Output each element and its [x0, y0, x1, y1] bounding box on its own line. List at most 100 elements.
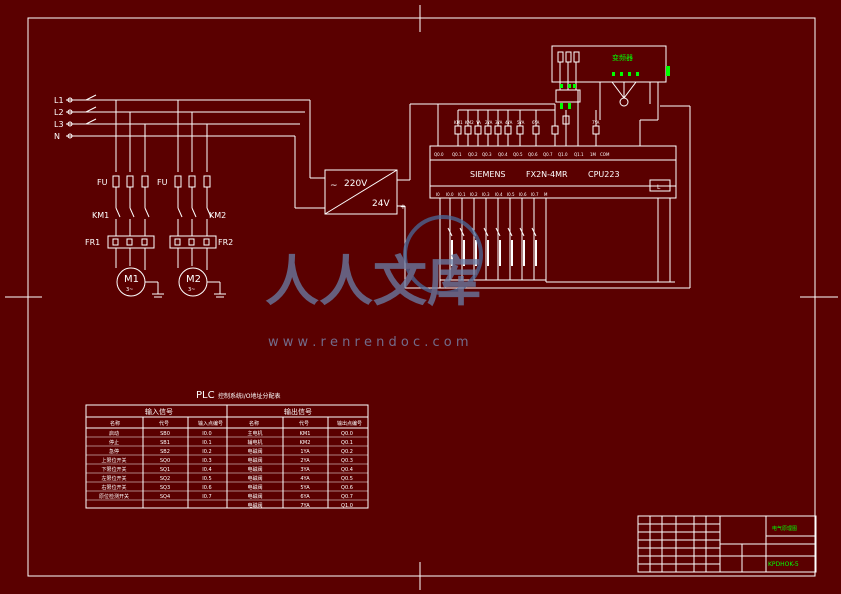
watermark: 人人文库 w w w . r e n r e n d o c . c o m: [265, 215, 483, 350]
table-cell-r5-c4: 电磁阀: [247, 466, 262, 473]
line-label-n: N: [54, 132, 60, 141]
table-cell-r1-c3: I0.0: [202, 431, 211, 437]
motor-branch-2: [169, 100, 226, 298]
contactor-label-km2: KM2: [209, 211, 226, 220]
table-cell-r2-c3: I0.1: [202, 440, 211, 446]
table-cell-r5-c2: SQ1: [160, 467, 170, 473]
title-block-drawing-number: KPDHOK-5: [768, 561, 799, 568]
plc-input-wiring: [439, 198, 675, 288]
table-cell-r6-c2: SQ2: [160, 476, 170, 482]
watermark-url: w w w . r e n r e n d o c . c o m: [268, 335, 469, 350]
psu-plus: +: [400, 203, 406, 211]
output-load-5: 3YA: [495, 120, 503, 125]
table-cell-r5-c5: 3YA: [300, 467, 310, 473]
table-cell-r5-c3: I0.4: [202, 467, 211, 473]
in-terminal-2: I0.0: [446, 192, 454, 197]
table-cell-r6-c6: Q0.5: [341, 476, 353, 482]
table-cell-r3-c2: SB2: [160, 449, 170, 455]
input-wire-marks: [451, 240, 537, 266]
table-cell-r6-c3: I0.5: [202, 476, 211, 482]
table-cell-r7-c4: 电磁阀: [247, 484, 262, 491]
table-cell-r3-c4: 电磁阀: [247, 448, 262, 455]
col-header-5: 代号: [299, 420, 309, 427]
table-cell-r3-c5: 1YA: [300, 449, 310, 455]
table-cell-r5-c1: 下限位开关: [101, 466, 126, 473]
output-load-7: 5YA: [517, 120, 525, 125]
line-terminals: [67, 97, 73, 139]
plc-body: [429, 145, 677, 199]
col-header-4: 名称: [249, 420, 259, 427]
table-cell-r2-c5: KM2: [300, 440, 311, 446]
table-cell-r4-c4: 电磁阀: [247, 457, 262, 464]
in-terminal-6: I0.4: [495, 192, 503, 197]
out-terminal-8: Q0.7: [543, 152, 553, 157]
table-cell-r8-c3: I0.7: [202, 494, 211, 500]
out-terminal-4: Q0.3: [482, 152, 492, 157]
output-load-8: 6YA: [532, 120, 540, 125]
motor-sub-m2: 3~: [188, 287, 195, 293]
table-cell-r3-c6: Q0.2: [341, 449, 353, 455]
out-terminal-3: Q0.2: [468, 152, 478, 157]
output-load-3: YA: [475, 120, 481, 125]
plc-led-label: L: [657, 184, 661, 191]
table-title-prefix: PLC: [196, 390, 215, 401]
psu-dc-label: 24V: [372, 199, 390, 209]
table-cell-r7-c5: 5YA: [300, 485, 310, 491]
table-cell-r1-c5: KM1: [300, 431, 311, 437]
output-load-1: KM1: [454, 120, 463, 125]
out-terminal-2: Q0.1: [452, 152, 462, 157]
in-terminal-3: I0.1: [458, 192, 466, 197]
table-cell-r3-c1: 急停: [109, 448, 119, 455]
title-block-drawing-name: 电气原理图: [772, 525, 797, 532]
line-label-l1: L1: [54, 96, 64, 105]
line-labels: L1 L2 L3 N: [54, 96, 64, 141]
table-cell-r8-c5: 6YA: [300, 494, 310, 500]
fuse-label-1: FU: [97, 178, 108, 187]
table-cell-r2-c1: 停止: [109, 439, 119, 446]
table-cell-r9-c4: 电磁阀: [247, 502, 262, 509]
table-cell-r9-c5: 7YA: [300, 503, 310, 509]
col-header-2: 代号: [159, 420, 169, 427]
out-terminal-12: COM: [600, 152, 610, 157]
table-cell-r1-c6: Q0.0: [341, 431, 353, 437]
plc-brand: SIEMENS: [470, 170, 506, 179]
out-terminal-10: Q1.1: [574, 152, 584, 157]
table-cell-r1-c4: 主电机: [247, 430, 262, 437]
col-header-3: 输入点编号: [198, 420, 223, 427]
io-table-title: PLC 控制系统I/O地址分配表: [196, 390, 281, 401]
output-load-6: 4YA: [505, 120, 513, 125]
table-cell-r1-c1: 启动: [109, 430, 119, 437]
table-cell-r4-c5: 2YA: [300, 458, 310, 464]
table-cell-r9-c6: Q1.0: [341, 503, 353, 509]
table-cell-r2-c6: Q0.1: [341, 440, 353, 446]
in-terminal-10: M: [544, 192, 548, 197]
sheet-frame: [5, 5, 838, 590]
out-terminal-11: 1M: [590, 152, 597, 157]
plc-cpu: CPU223: [588, 170, 620, 179]
motor-branch-1-labels: FU KM1 FR1 M1 3~: [85, 178, 139, 293]
col-header-6: 输出点编号: [337, 420, 362, 427]
motor-label-m1: M1: [124, 274, 139, 285]
in-terminal-4: I0.2: [470, 192, 478, 197]
table-cell-r5-c6: Q0.4: [341, 467, 353, 473]
table-cell-r2-c4: 辅电机: [247, 439, 262, 446]
table-cell-r4-c3: I0.3: [202, 458, 211, 464]
in-terminal-7: I0.5: [507, 192, 515, 197]
io-table-row-lines: [86, 436, 368, 501]
plc-output-terminals: Q0.0 Q0.1 Q0.2 Q0.3 Q0.4 Q0.5 Q0.6 Q0.7 …: [434, 152, 610, 157]
table-cell-r8-c4: 电磁阀: [247, 493, 262, 500]
output-load-2: KM2: [465, 120, 474, 125]
line-label-l3: L3: [54, 120, 64, 129]
table-cell-r8-c1: 原位检测开关: [99, 493, 129, 500]
table-cell-r1-c2: SB0: [160, 431, 170, 437]
thermal-relay-label-fr1: FR1: [85, 238, 100, 247]
table-cell-r4-c1: 上限位开关: [101, 457, 126, 464]
inverter-label: 变频器: [612, 53, 633, 62]
table-cell-r6-c4: 电磁阀: [247, 475, 262, 482]
output-load-9: 7YA: [592, 120, 600, 125]
power-bus: [66, 94, 325, 209]
out-terminal-7: Q0.6: [528, 152, 538, 157]
out-terminal-1: Q0.0: [434, 152, 444, 157]
